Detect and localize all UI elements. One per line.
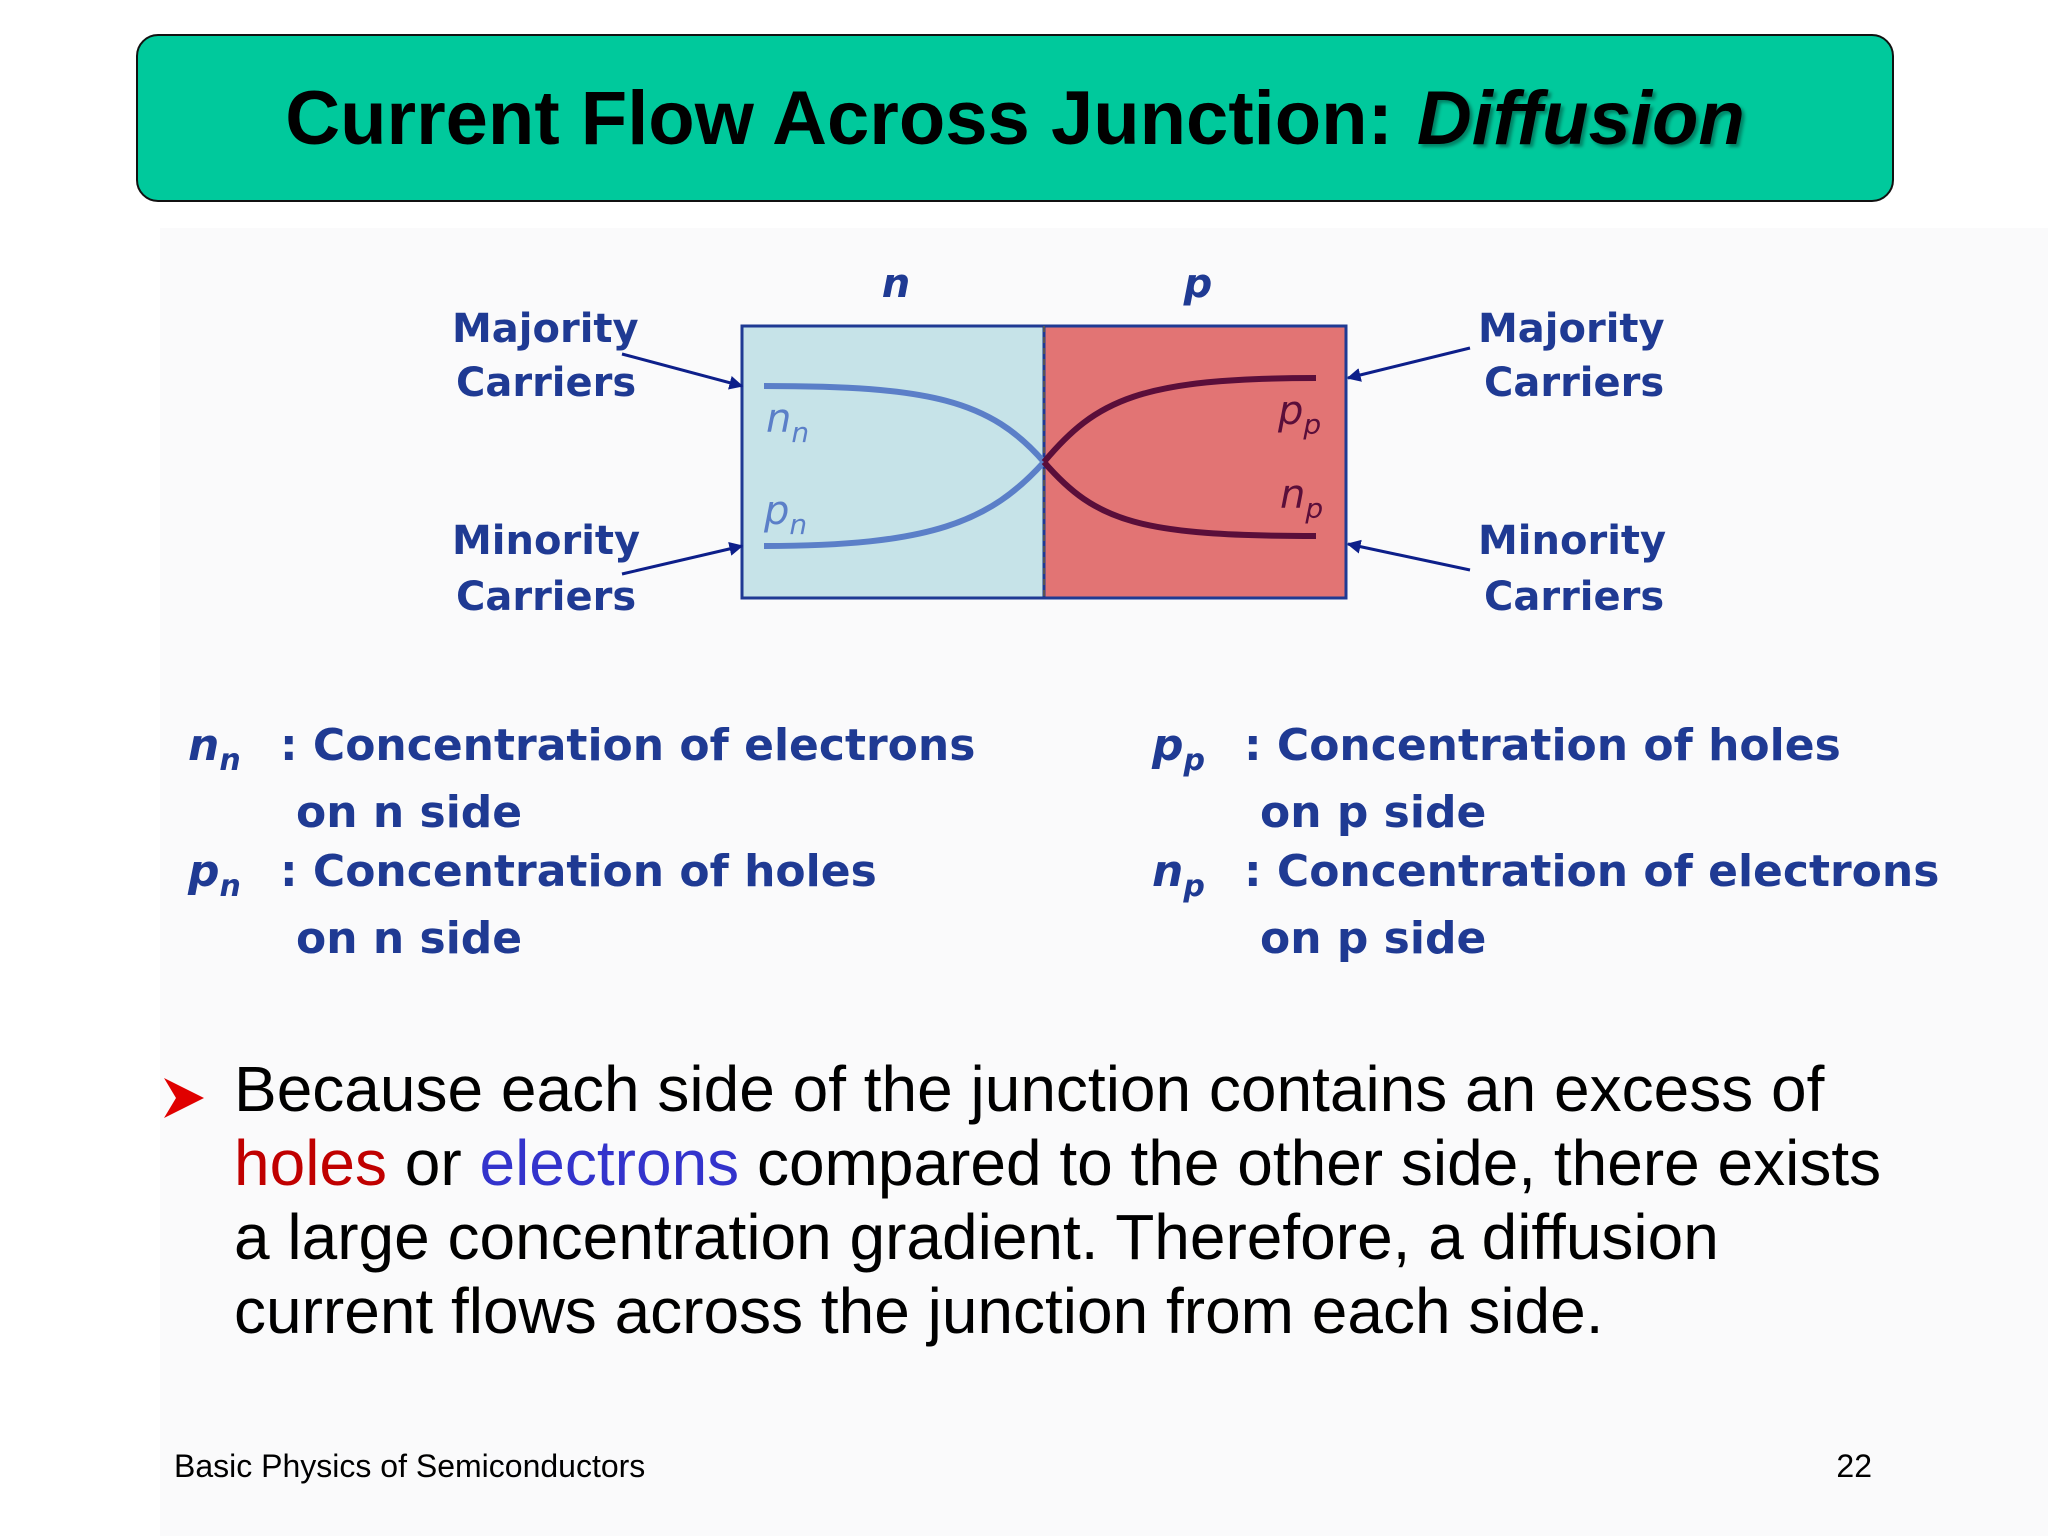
pn-curve xyxy=(763,459,1047,549)
np-curve xyxy=(1041,460,1317,539)
right-majority-label-line1: Majority xyxy=(1478,306,1665,352)
legend-pp-line1: : Concentration of holes xyxy=(1244,720,1841,771)
legend-pn-line2: on n side xyxy=(296,912,523,964)
n-region-label: n xyxy=(882,261,910,307)
arrowhead-bullet-icon xyxy=(164,1078,204,1118)
legend-np-symbol: np xyxy=(1152,846,1205,904)
legend-pp-line2: on p side xyxy=(1260,786,1487,838)
legend-nn-symbol: nn xyxy=(188,720,241,778)
legend-np-line2: on p side xyxy=(1260,912,1487,964)
n-region xyxy=(740,324,1046,600)
legend-pp-symbol: pp xyxy=(1152,720,1205,778)
legend-pn-symbol: pn xyxy=(188,846,241,904)
left-minority-label-line2: Carriers xyxy=(456,574,636,620)
slide-title: Current Flow Across Junction: Diffusion xyxy=(285,75,1745,162)
title-main: Current Flow Across Junction: xyxy=(285,75,1393,161)
right-minority-label-line1: Minority xyxy=(1478,518,1666,564)
right-minority-label-line2: Carriers xyxy=(1484,574,1664,620)
right-minority-arrow xyxy=(1346,539,1471,572)
left-majority-arrow xyxy=(621,352,744,390)
legend-nn: nn : Concentration of electrons on n side xyxy=(188,720,975,839)
right-majority-arrow xyxy=(1346,346,1471,382)
left-majority-label-line2: Carriers xyxy=(456,360,636,406)
p-region xyxy=(1042,324,1348,600)
title-emphasis: Diffusion xyxy=(1416,75,1745,161)
page-number: 22 xyxy=(1836,1448,1872,1484)
footer-course-title: Basic Physics of Semiconductors xyxy=(174,1448,646,1484)
nn-curve xyxy=(763,383,1047,464)
left-minority-arrow xyxy=(621,542,744,576)
title-banner: Current Flow Across Junction: Diffusion xyxy=(136,34,1894,202)
np-curve-label: np xyxy=(1280,472,1323,525)
legend-pn-line1: : Concentration of holes xyxy=(280,846,877,897)
pp-curve-label: pp xyxy=(1277,388,1321,441)
legend-nn-line1: : Concentration of electrons xyxy=(280,720,976,771)
left-majority-label-line1: Majority xyxy=(452,306,639,352)
legend-pn: pn : Concentration of holes on n side xyxy=(188,846,877,965)
pp-curve xyxy=(1041,375,1317,464)
electrons-word: electrons xyxy=(479,1127,740,1199)
bullet-text: Because each side of the junction contai… xyxy=(234,1053,1882,1347)
legend-nn-line2: on n side xyxy=(296,786,523,838)
holes-word: holes xyxy=(234,1127,387,1199)
p-region-label: p xyxy=(1183,261,1213,307)
nn-curve-label: nn xyxy=(766,396,809,449)
pn-junction-diagram: n p nn pn pp np Majority Carriers Minori… xyxy=(452,261,1666,620)
legend-np: np : Concentration of electrons on p side xyxy=(1152,846,1939,965)
left-minority-label-line1: Minority xyxy=(452,518,640,564)
legend-pp: pp : Concentration of holes on p side xyxy=(1152,720,1841,839)
pn-curve-label: pn xyxy=(763,488,807,541)
right-majority-label-line2: Carriers xyxy=(1484,360,1664,406)
legend-np-line1: : Concentration of electrons xyxy=(1244,846,1940,897)
